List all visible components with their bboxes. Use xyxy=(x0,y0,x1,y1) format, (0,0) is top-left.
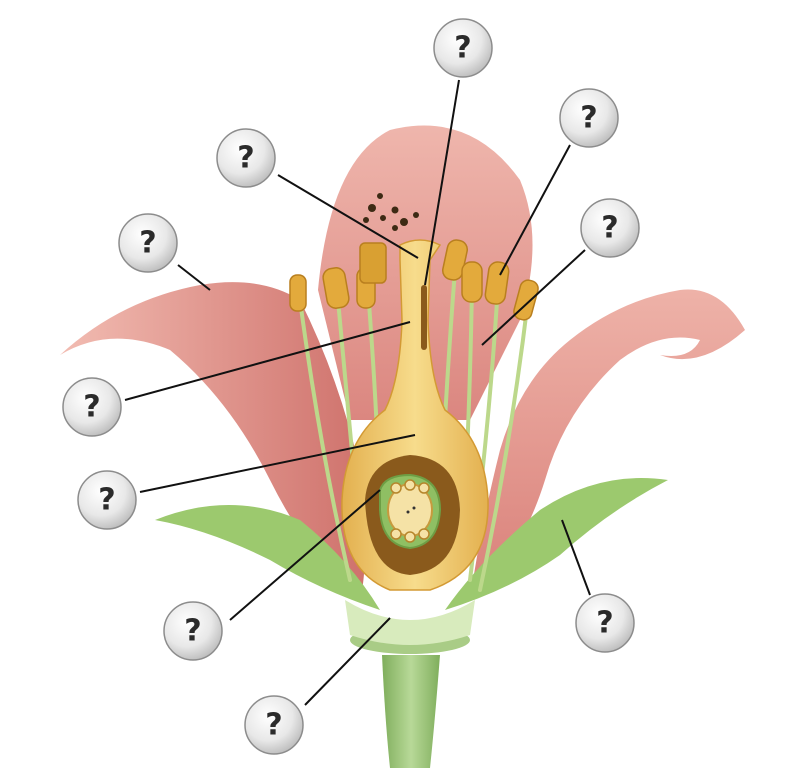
question-label-6[interactable]: ? xyxy=(62,377,122,437)
question-label-text: ? xyxy=(265,708,282,743)
question-label-text: ? xyxy=(454,31,471,66)
receptacle xyxy=(345,600,475,645)
question-label-10[interactable]: ? xyxy=(244,695,304,755)
question-label-text: ? xyxy=(596,606,613,641)
question-label-3[interactable]: ? xyxy=(216,128,276,188)
left-sepal xyxy=(155,505,380,610)
question-label-text: ? xyxy=(601,211,618,246)
left-petal xyxy=(60,282,365,600)
right-sepal xyxy=(445,478,668,610)
question-label-7[interactable]: ? xyxy=(77,470,137,530)
pollen-grains xyxy=(363,193,419,231)
question-label-text: ? xyxy=(139,226,156,261)
anthers xyxy=(289,239,539,321)
stem xyxy=(350,626,470,768)
question-label-text: ? xyxy=(83,390,100,425)
pistil xyxy=(341,239,489,591)
question-label-text: ? xyxy=(184,614,201,649)
question-label-text: ? xyxy=(580,101,597,136)
question-label-9[interactable]: ? xyxy=(575,593,635,653)
leader-lines xyxy=(124,79,591,706)
question-label-2[interactable]: ? xyxy=(559,88,619,148)
question-label-1[interactable]: ? xyxy=(433,18,493,78)
question-label-text: ? xyxy=(237,141,254,176)
question-label-4[interactable]: ? xyxy=(118,213,178,273)
question-label-8[interactable]: ? xyxy=(163,601,223,661)
question-label-text: ? xyxy=(98,483,115,518)
question-label-5[interactable]: ? xyxy=(580,198,640,258)
